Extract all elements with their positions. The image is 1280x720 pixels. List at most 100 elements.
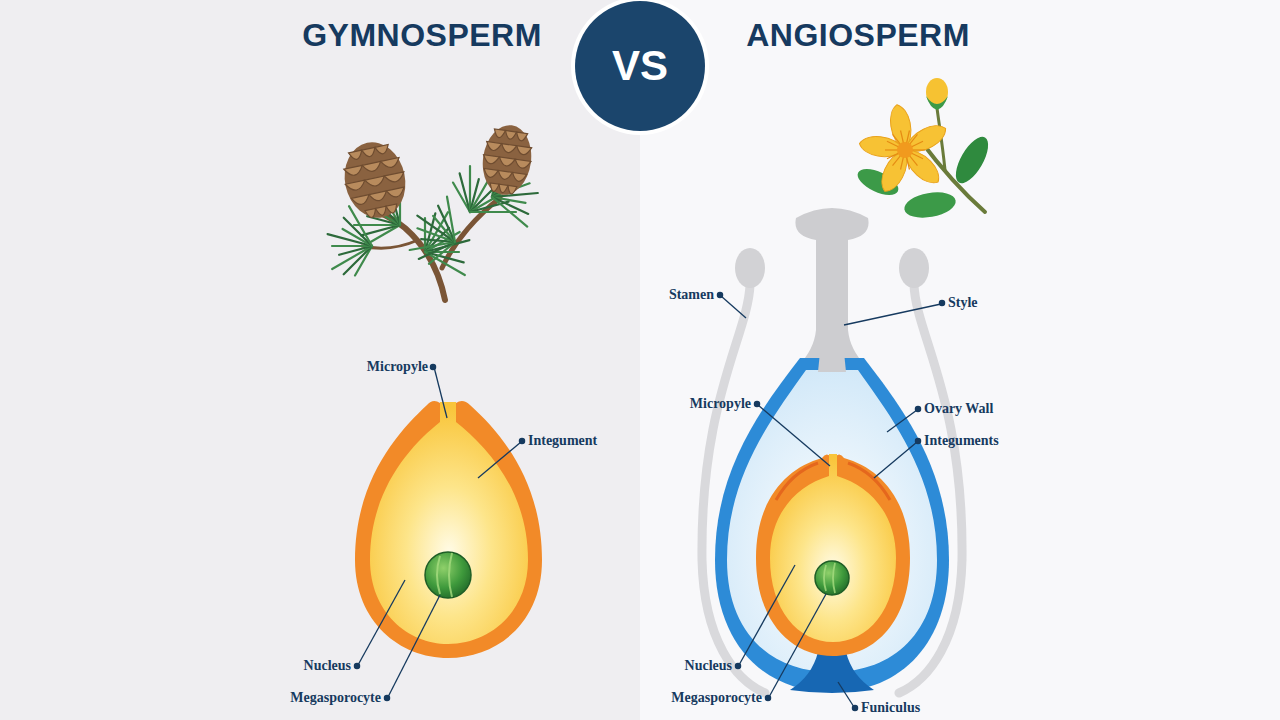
- pine-branch-part-part: [381, 158, 401, 170]
- pine-branch-part-part: [483, 168, 498, 178]
- part-label: Micropyle: [367, 359, 428, 375]
- leader-lines-part: [721, 296, 746, 318]
- flower-part: [926, 96, 948, 110]
- pine-branch-part-part: [376, 206, 388, 216]
- pine-branch: [328, 122, 538, 300]
- pine-branch-part-part: [460, 173, 470, 212]
- pine-branch-part-part: [386, 187, 405, 199]
- vs-text: VS: [612, 42, 668, 90]
- part-label: Funiculus: [861, 700, 920, 716]
- leader-lines-part: [430, 364, 435, 369]
- flower-part: [902, 189, 957, 222]
- pine-branch-part-part: [362, 147, 377, 158]
- angiosperm-flower-section-part: [824, 563, 835, 593]
- right-panel-ground: [640, 0, 1280, 720]
- pine-branch-part-part: [504, 131, 516, 140]
- leader-lines-part: [434, 367, 447, 418]
- pine-branch-part-part: [365, 209, 377, 219]
- pine-branch-part: [478, 122, 535, 198]
- pine-branch-part-part: [447, 197, 455, 242]
- part-label: Ovary Wall: [924, 401, 993, 417]
- pine-branch-part-part: [338, 137, 412, 224]
- leader-lines-part: [717, 292, 722, 297]
- leader-lines-part: [838, 682, 854, 707]
- pine-branch-part-part: [351, 195, 370, 207]
- part-label: Megasporocyte: [290, 690, 381, 706]
- pine-branch-part-part: [339, 246, 372, 255]
- leader-lines-part: [519, 438, 524, 443]
- angiosperm-flower-section-part: [776, 463, 818, 500]
- leader-lines-part: [852, 705, 857, 710]
- flower-part: [858, 103, 950, 196]
- pine-branch-part-part: [371, 225, 400, 242]
- pine-branch-part-part: [493, 129, 505, 138]
- leader-lines-part: [874, 442, 917, 478]
- pine-branch-part-part: [514, 159, 531, 169]
- pine-branch-part-part: [486, 141, 502, 151]
- part-label: Nucleus: [685, 658, 732, 674]
- pine-branch-part-part: [349, 150, 364, 161]
- flower-part: [949, 132, 994, 188]
- leader-lines-part: [478, 442, 521, 478]
- panel: ANGIOSPERM: [640, 0, 1280, 720]
- part-label: Integuments: [924, 433, 999, 449]
- pine-branch-part-part: [515, 132, 527, 141]
- leader-lines-part: [915, 438, 920, 443]
- pine-branch-part-part: [507, 185, 517, 194]
- part-label: Nucleus: [304, 658, 351, 674]
- leader-lines-part: [765, 695, 770, 700]
- angiosperm-flower-section-part: [899, 248, 929, 288]
- angiosperm-flower-section-part: [795, 208, 868, 366]
- leader-lines-part: [939, 300, 944, 305]
- pine-branch-part-part: [361, 225, 400, 235]
- pine-branch-part-part: [489, 183, 499, 192]
- panel-heading: ANGIOSPERM: [746, 17, 970, 54]
- leader-lines-part: [844, 304, 941, 325]
- leader-lines-part: [769, 594, 826, 697]
- angiosperm-flower-section-part: [770, 454, 896, 642]
- pine-branch-part-part: [410, 242, 455, 250]
- leader-lines-part: [358, 580, 405, 665]
- pine-branch-part-part: [516, 146, 532, 156]
- leader-lines-part: [887, 410, 917, 432]
- vs-circle: VS: [575, 1, 705, 131]
- panel-heading: GYMNOSPERM: [302, 17, 542, 54]
- pine-branch-part-part: [362, 161, 382, 173]
- leader-lines-part: [735, 663, 740, 668]
- left-panel-ground: [0, 0, 640, 720]
- pine-branch-part: [338, 137, 412, 224]
- flower: [854, 78, 995, 221]
- pine-branch-part-part: [375, 144, 390, 155]
- leader-lines-part: [354, 663, 359, 668]
- leader-lines-part: [384, 695, 389, 700]
- flower-part: [897, 142, 913, 158]
- part-label: Stamen: [669, 287, 714, 303]
- panel: GYMNOSPERM: [0, 0, 640, 720]
- part-label: Style: [948, 295, 978, 311]
- part-label: Megasporocyte: [671, 690, 762, 706]
- pine-branch-part-part: [365, 176, 386, 188]
- leader-lines-part: [754, 401, 759, 406]
- pine-branch-part-part: [386, 204, 398, 214]
- pine-branch-part-part: [332, 246, 372, 269]
- angiosperm-flower-section-part: [848, 463, 890, 500]
- pine-branch-part-part: [498, 184, 508, 193]
- pine-branch-part-part: [492, 197, 527, 227]
- angiosperm-flower-section-part: [818, 352, 846, 372]
- pine-branch-part-part: [511, 172, 526, 182]
- pine-branch-part-part: [344, 165, 364, 177]
- leader-lines-part: [758, 405, 830, 466]
- angiosperm-flower-section-part: [815, 561, 849, 595]
- gymnosperm-ovule-part: [437, 553, 452, 597]
- angiosperm-flower-section-part: [756, 454, 910, 656]
- leader-lines-part: [739, 565, 795, 665]
- pine-branch-part-part: [501, 144, 517, 154]
- pine-branch-part-part: [498, 157, 515, 167]
- angiosperm-flower-section: [702, 208, 962, 693]
- leader-lines-part: [915, 406, 920, 411]
- part-label: Micropyle: [690, 396, 751, 412]
- angiosperm-flower-section-part: [735, 248, 765, 288]
- leader-lines-part: [388, 595, 440, 697]
- gymnosperm-ovule-part: [370, 402, 528, 644]
